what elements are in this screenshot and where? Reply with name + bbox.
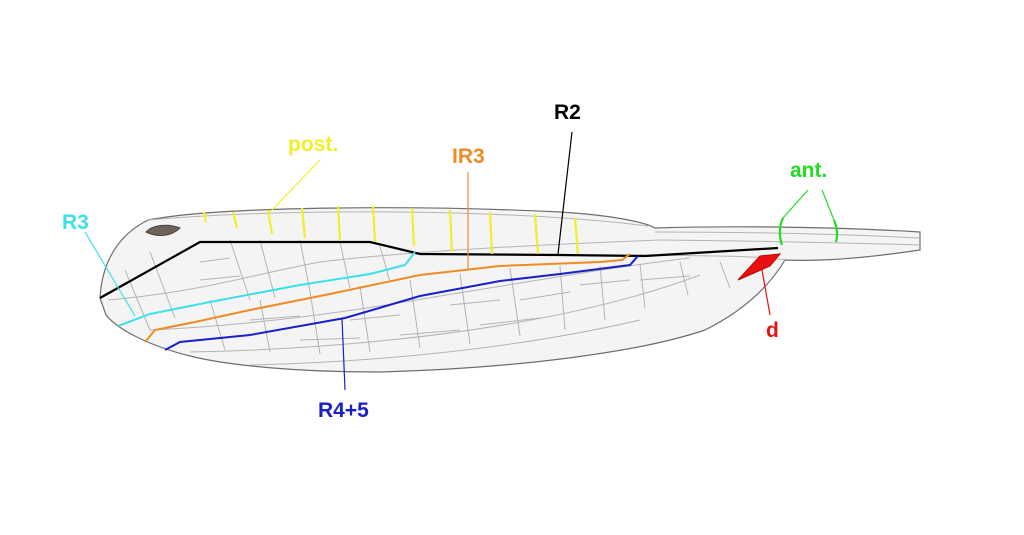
- label-r2: R2: [554, 101, 581, 124]
- label-r45: R4+5: [318, 399, 369, 422]
- label-ant: ant.: [790, 159, 828, 182]
- vein-ir3: [144, 253, 631, 343]
- label-r3: R3: [62, 211, 89, 234]
- label-post: post.: [288, 133, 339, 156]
- leader-r45: [341, 317, 346, 391]
- label-ir3: IR3: [452, 145, 485, 168]
- leader-ant-1: [782, 189, 809, 219]
- leader-ant-2: [821, 189, 835, 221]
- wing-venation: [107, 211, 921, 366]
- vein-r45: [164, 255, 639, 351]
- antenodal-crossveins: [778, 217, 839, 246]
- postnodal-crossveins: [202, 205, 580, 255]
- leader-post: [269, 159, 321, 213]
- pterostigma: [145, 224, 181, 236]
- leader-r3: [84, 231, 136, 317]
- discoidal-cell: [737, 253, 782, 281]
- wing-membrane: [99, 207, 921, 373]
- label-d: d: [766, 319, 779, 342]
- leader-d: [761, 269, 771, 316]
- vein-r2: [99, 240, 779, 299]
- leader-r2: [557, 131, 573, 255]
- vein-r3: [117, 251, 416, 327]
- leader-lines: [84, 131, 835, 391]
